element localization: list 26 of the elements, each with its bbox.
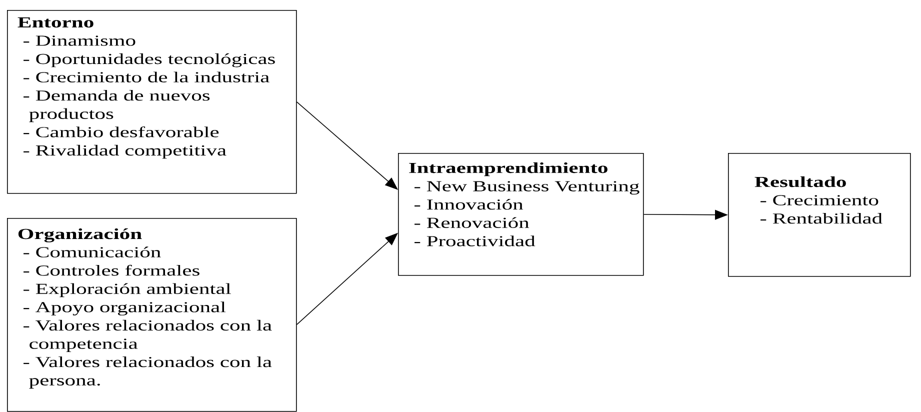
list-item: - Controles formales [24,264,200,276]
list-item: - Oportunidades tecnológicas [24,53,275,68]
list-item: - Valores relacionados con la persona. [24,356,272,389]
list-item: - Rentabilidad [760,213,882,224]
list-item: - Proactividad [414,236,536,246]
box-heading: Intraemprendimiento [409,162,608,176]
list-item: - Exploración ambiental [24,283,231,298]
text-box [728,152,911,277]
list-item: - Renovación [414,217,530,228]
list-item: - Valores relacionados con la competencia [24,320,272,352]
list-item: - Crecimiento [760,195,878,206]
box-heading: Resultado [754,176,846,188]
text-box [7,10,297,194]
box-heading: Organización [18,228,142,242]
list-item: - Cambio desfavorable [24,126,219,138]
list-item: - Demanda de nuevos productos [24,90,210,122]
text-box [398,152,644,276]
list-item: - Crecimiento de la industria [24,72,270,82]
list-item: - Apoyo organizacional [24,302,226,316]
list-item: - Comunicación [24,246,161,258]
list-item: - Dinamismo [24,36,136,46]
list-item: - Innovación [414,198,524,210]
list-item: - New Business Venturing [414,181,640,195]
text-box [7,218,297,412]
list-item: - Rivalidad competitiva [24,144,226,159]
box-heading: Entorno [18,17,94,28]
